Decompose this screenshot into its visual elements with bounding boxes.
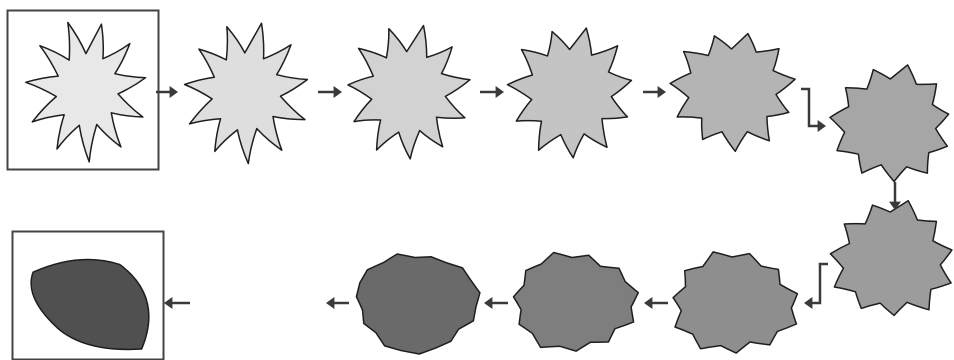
morph-shape-5: [669, 32, 796, 153]
arrow-5-to-6: [801, 87, 826, 132]
arrow-2-to-3: [318, 86, 342, 98]
morph-shape-9: [512, 251, 640, 352]
arrow-9-to-10: [484, 297, 508, 309]
arrow-1-to-2: [156, 86, 178, 98]
morph-shape-8: [672, 251, 799, 354]
arrow-11-to-end: [164, 297, 190, 309]
morph-shape-10: [355, 253, 481, 355]
morph-shape-3: [347, 24, 471, 160]
arrow-6-to-7: [889, 182, 901, 210]
morph-shape-7: [829, 199, 953, 317]
arrow-7-to-8: [804, 262, 828, 309]
morph-shape-6: [829, 64, 950, 183]
arrow-4-to-5: [643, 86, 666, 98]
morph-shape-11: [30, 258, 150, 351]
morph-shape-2: [183, 22, 309, 165]
arrow-10-to-11: [326, 297, 349, 309]
morph-shape-4: [506, 27, 633, 159]
morph-shape-1: [25, 21, 147, 163]
arrow-8-to-9: [644, 297, 668, 309]
arrow-3-to-4: [480, 86, 504, 98]
